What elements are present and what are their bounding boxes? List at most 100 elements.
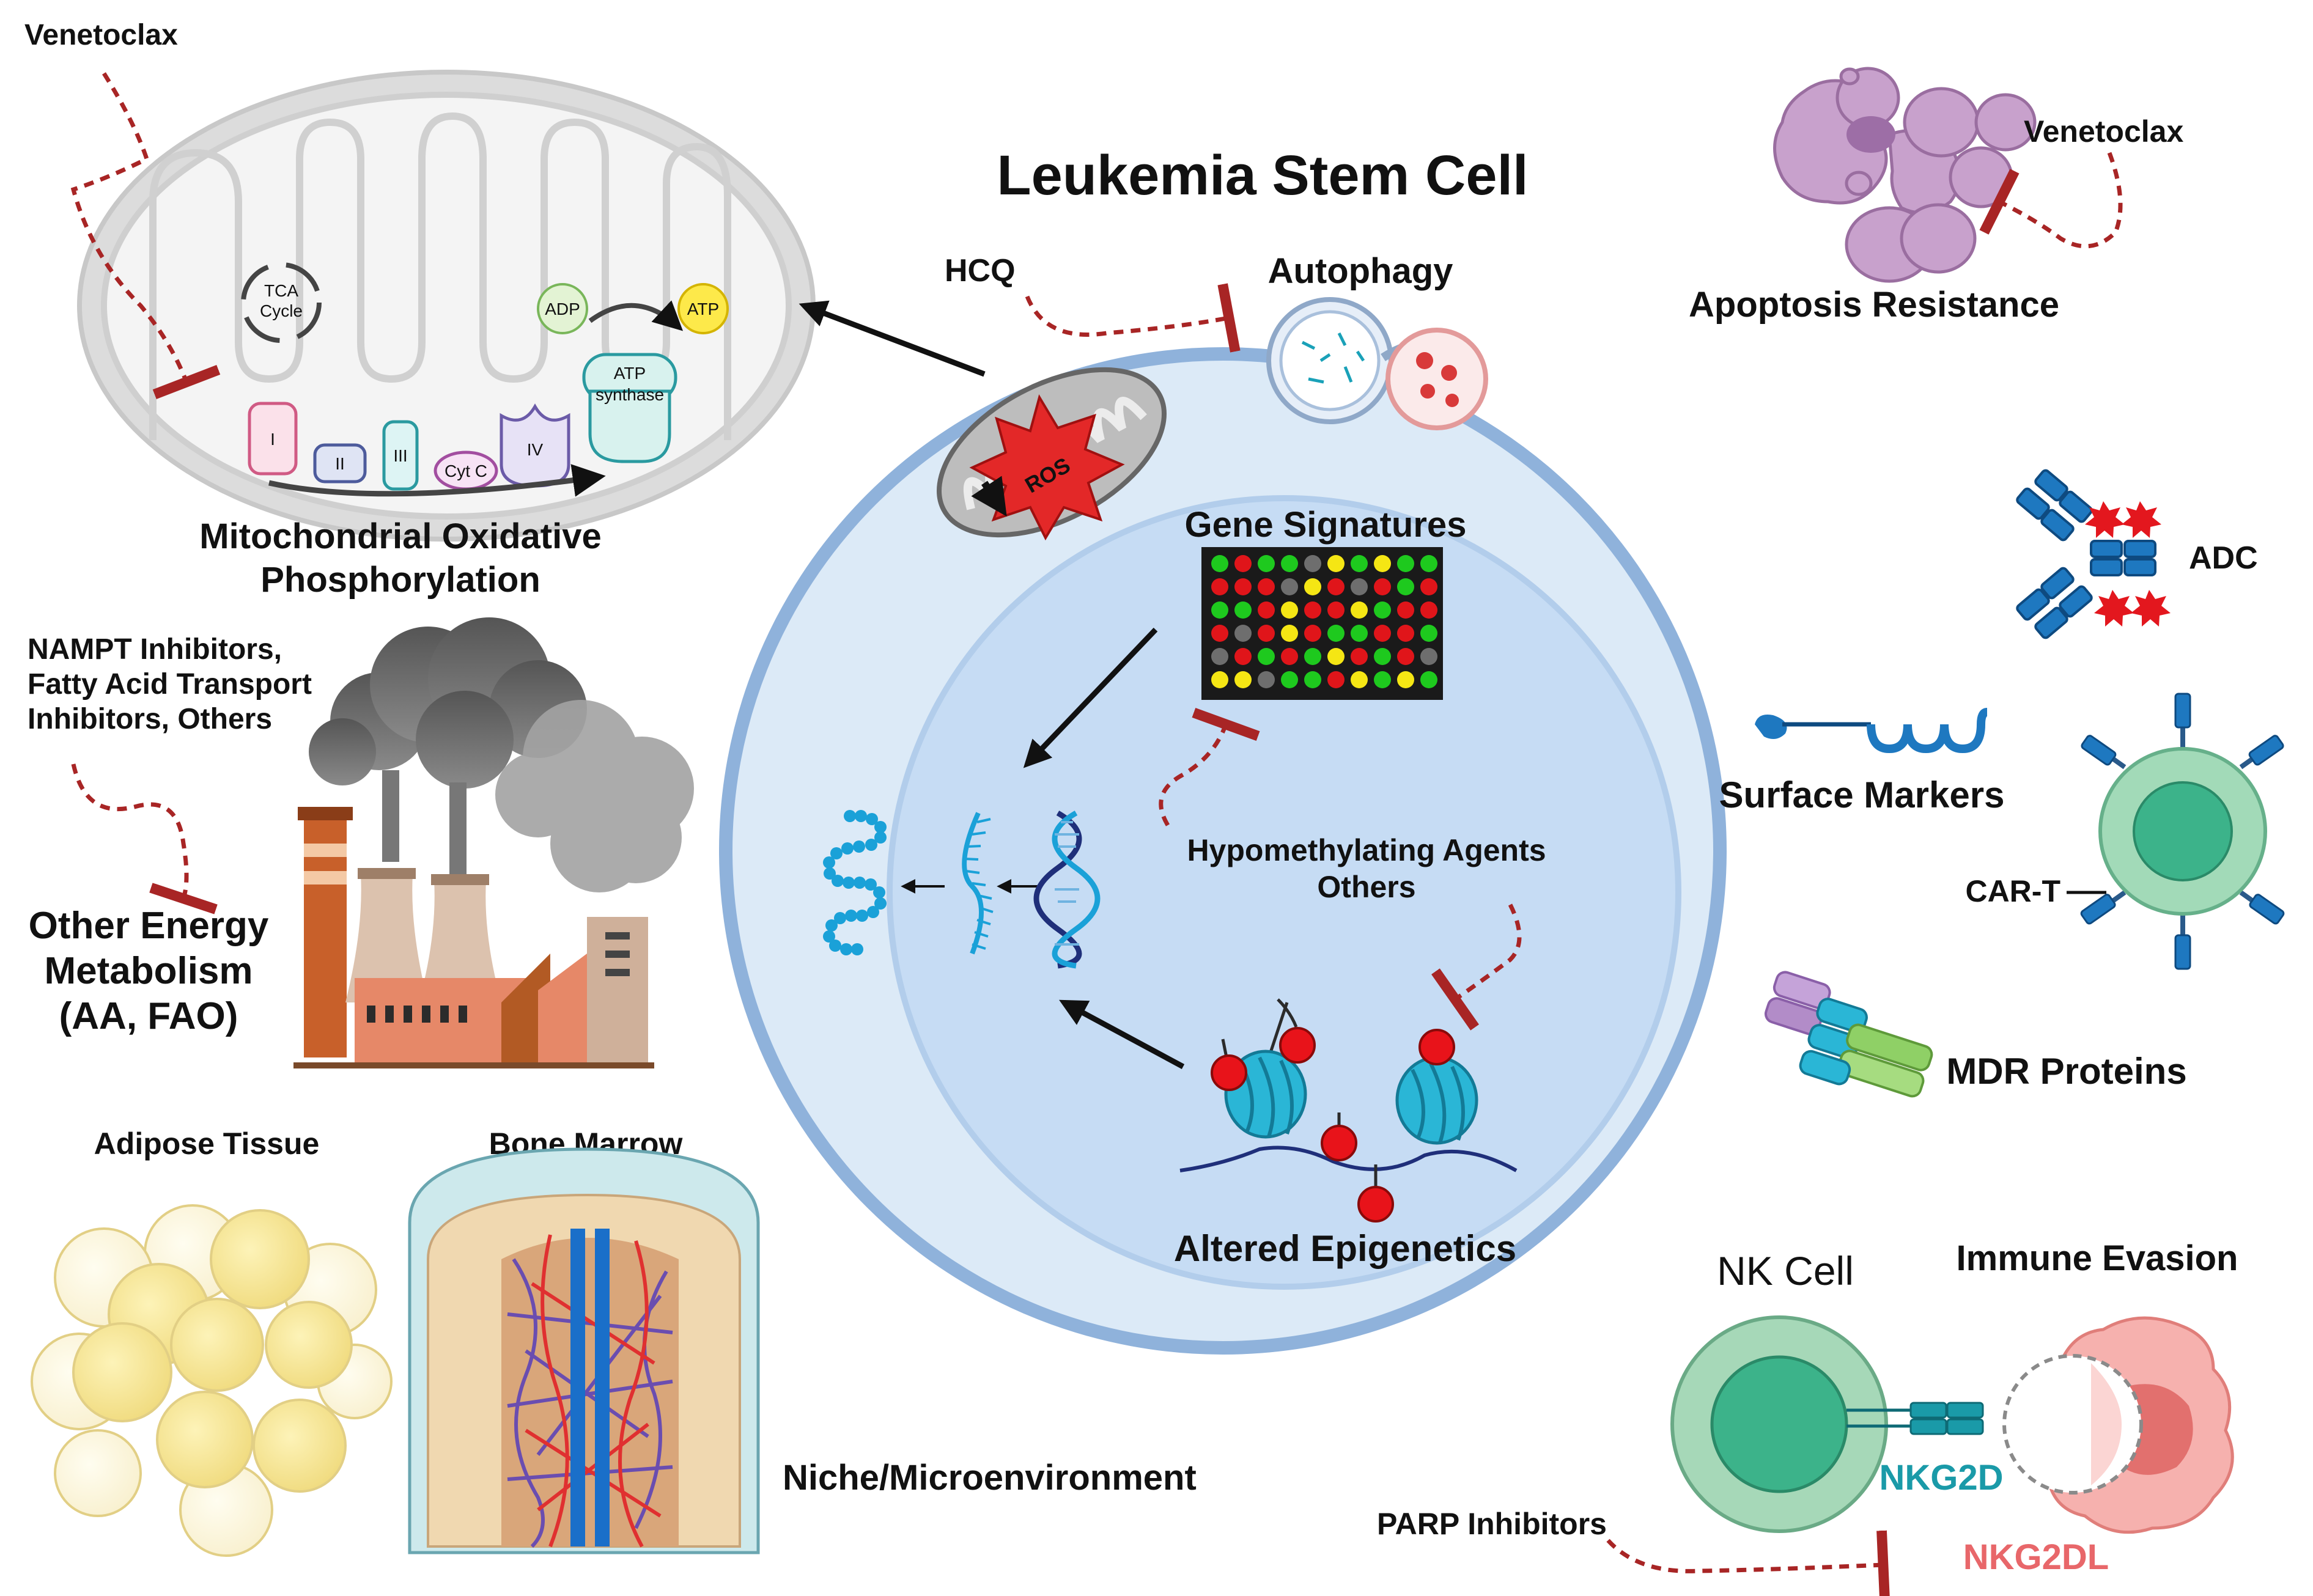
tca-cycle-icon: TCA Cycle [241,262,322,343]
venetoclax-apoptosis-inhibition [1979,152,2123,249]
mdr-protein-icon [1764,971,1933,1098]
heatmap-cell [1327,601,1345,619]
metabolism-caption-line3: (AA, FAO) [59,995,238,1037]
svg-text:ATP: ATP [687,300,719,318]
mito-oxphos-caption-line1: Mitochondrial Oxidative [199,517,601,556]
heatmap-cell [1281,601,1298,619]
cell-mitochondrion-icon: ROS [937,367,1167,541]
heatmap-cell [1258,601,1275,619]
heatmap-cell [1281,578,1298,595]
leukemia-target-cell-icon [2002,1316,2234,1534]
heatmap-cell [1258,671,1275,688]
heatmap-cell [1327,625,1345,642]
nucleosome-illustration [1179,998,1518,1223]
heatmap-cell [1397,555,1414,572]
autophagosome-icon [1266,297,1488,430]
hcq-inhibition [1025,283,1241,353]
nk-cell-icon [1670,1315,1888,1533]
heatmap-cell [1374,625,1391,642]
svg-text:TCA: TCA [264,281,298,300]
heatmap-cell [1234,671,1252,688]
heatmap-cell [1281,555,1298,572]
adc-payload-icon [2085,501,2171,627]
heatmap-cell [1327,578,1345,595]
metabolism-drug-line2: Fatty Acid Transport [28,668,312,701]
heatmap-cell [1304,671,1321,688]
adipose-tissue-illustration [31,1204,393,1557]
venetoclax-label-apoptosis: Venetoclax [2024,114,2183,149]
rna-strand-icon [962,812,994,955]
heatmap-cell [1420,671,1437,688]
bone-marrow-illustration [408,1147,760,1554]
surface-marker-icon [1755,708,1988,754]
heatmap-cell [1374,578,1391,595]
heatmap-cell [1211,578,1228,595]
svg-text:III: III [393,446,407,465]
immune-evasion-label: Immune Evasion [1957,1238,2238,1278]
metabolism-inhibition [71,763,218,914]
heatmap-cell [1281,671,1298,688]
adc-label: ADC [2189,540,2258,576]
heatmap-cell [1281,648,1298,665]
metabolism-caption-line1: Other Energy [29,905,269,947]
hcq-label: HCQ [945,253,1016,289]
heatmap-cell [1304,555,1321,572]
svg-text:Cycle: Cycle [260,301,303,320]
heatmap-cell [1351,555,1368,572]
heatmap-cell [1420,625,1437,642]
nkg2d-label: NKG2D [1879,1458,2003,1498]
heatmap-cell [1258,578,1275,595]
heatmap-cell [1420,578,1437,595]
heatmap-cell [1234,555,1252,572]
hma-inhibition-bottom [1431,903,1522,1031]
gene-signature-grid [1211,555,1437,688]
svg-text:IV: IV [527,440,544,459]
parp-inhibitors-label: PARP Inhibitors [1377,1507,1607,1541]
electron-transport-chain: I II III Cyt C IV [248,402,606,497]
hma-inhibition-top [1159,707,1260,826]
heatmap-cell [1258,648,1275,665]
niche-caption: Niche/Microenvironment [783,1458,1197,1498]
gene-signatures-label: Gene Signatures [1185,505,1467,545]
stem-cell [719,347,1727,1355]
svg-text:synthase: synthase [596,385,664,404]
arrow-epigenetics-to-dna [1059,999,1185,1069]
heatmap-cell [1397,625,1414,642]
heatmap-cell [1211,555,1228,572]
heatmap-cell [1374,555,1391,572]
heatmap-cell [1351,601,1368,619]
hma-label-line2: Others [1317,870,1415,904]
heatmap-cell [1211,625,1228,642]
heatmap-cell [1211,671,1228,688]
venetoclax-mito-inhibition [70,72,221,399]
nkg2d-receptor-icon [1846,1402,1984,1435]
heatmap-cell [1351,578,1368,595]
venetoclax-label-mito: Venetoclax [24,19,178,51]
heatmap-cell [1374,601,1391,619]
factory-icon [293,617,694,1068]
heatmap-cell [1397,578,1414,595]
heatmap-cell [1258,555,1275,572]
heatmap-cell [1327,671,1345,688]
svg-text:II: II [335,454,345,473]
heatmap-cell [1397,648,1414,665]
mdr-proteins-label: MDR Proteins [1946,1051,2186,1092]
atp-molecule [677,283,729,334]
heatmap-cell [1234,625,1252,642]
heatmap-cell [1420,555,1437,572]
metabolism-drug-line3: Inhibitors, Others [28,703,272,735]
svg-text:ADP: ADP [545,300,580,318]
protein-chain-icon [823,810,887,955]
heatmap-cell [1211,601,1228,619]
cell-nucleus [887,495,1681,1290]
heatmap-cell [1420,601,1437,619]
autophagy-label: Autophagy [1268,251,1453,291]
mitochondrion-illustration: TCA Cycle ADP ATP ATP synthase I II III … [77,70,816,542]
heatmap-cell [1258,625,1275,642]
mito-oxphos-caption-line2: Phosphorylation [260,560,540,600]
apoptotic-cell-icon [1773,67,2037,283]
heatmap-cell [1211,648,1228,665]
surface-markers-label: Surface Markers [1719,774,2005,815]
altered-epigenetics-label: Altered Epigenetics [1174,1228,1516,1269]
heatmap-cell [1397,601,1414,619]
